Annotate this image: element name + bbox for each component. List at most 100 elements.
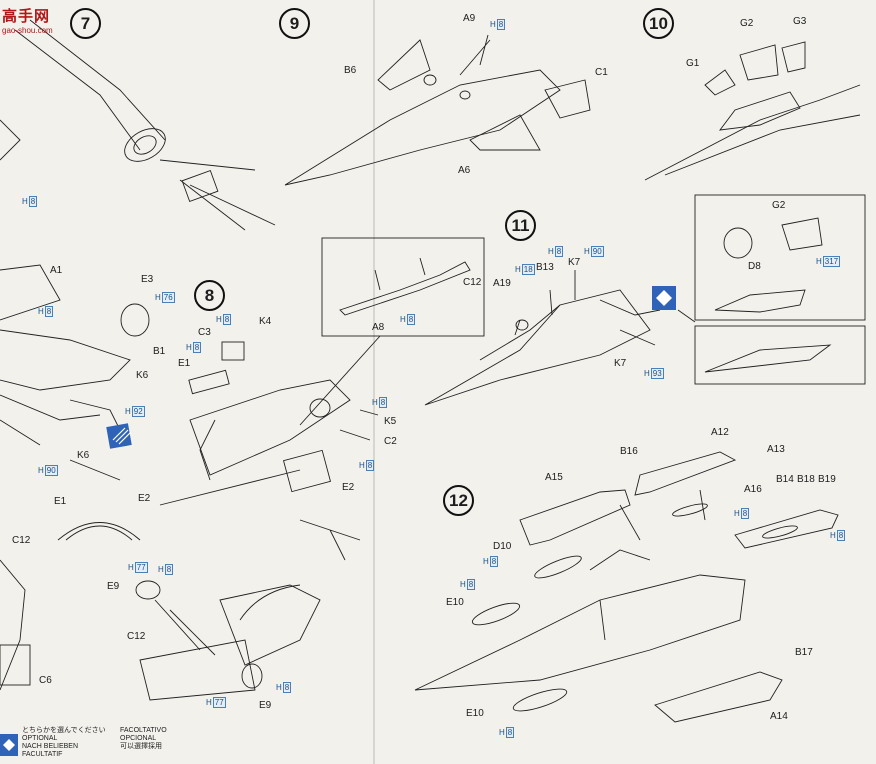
part-label: E2 (138, 493, 151, 504)
optional-flag-icon (652, 286, 676, 310)
optional-legend: とちらかを選んでください OPTIONAL NACH BELIEBEN FACU… (22, 727, 167, 759)
part-label: A8 (372, 322, 385, 333)
part-label: B19 (818, 474, 836, 485)
step-10: 10 (643, 8, 674, 39)
step-9: 9 (279, 8, 310, 39)
part-label: A14 (770, 711, 788, 722)
site-watermark: 高手网 gao-shou.com (2, 5, 53, 35)
part-label: B14 (776, 474, 794, 485)
site-url: gao-shou.com (2, 26, 53, 35)
part-label: K6 (136, 370, 149, 381)
part-label: B13 (536, 262, 554, 273)
part-label: E2 (342, 482, 355, 493)
part-label: G2 (740, 18, 754, 29)
optional-flag-icon (0, 734, 18, 756)
part-label: G3 (793, 16, 807, 27)
optional-flag-icon (106, 423, 132, 449)
optional-es: OPCIONAL (120, 735, 157, 742)
part-label: A9 (463, 13, 476, 24)
step-11: 11 (505, 210, 536, 241)
part-label: C12 (127, 631, 146, 642)
part-label: C12 (463, 277, 482, 288)
step7-drawing (0, 19, 276, 446)
a8-detail (299, 237, 485, 426)
part-label: E10 (466, 708, 484, 719)
part-label: K7 (568, 257, 581, 268)
step8-drawing (0, 341, 379, 701)
part-label: K7 (614, 358, 627, 369)
optional-jp: とちらかを選んでください (22, 727, 106, 734)
part-label: K5 (384, 416, 397, 427)
part-label: C12 (12, 535, 31, 546)
part-label: C3 (198, 327, 211, 338)
part-label: C2 (384, 436, 397, 447)
part-label: E1 (178, 358, 191, 369)
part-label: G2 (772, 200, 786, 211)
part-label: A19 (493, 278, 511, 289)
optional-cn: 可以選擇採用 (120, 743, 162, 750)
part-label: G1 (686, 58, 700, 69)
part-label: K6 (77, 450, 90, 461)
part-label: A12 (711, 427, 729, 438)
part-label: E9 (107, 581, 120, 592)
part-label: D10 (493, 541, 512, 552)
part-label: A6 (458, 165, 471, 176)
step12-drawing (414, 451, 839, 723)
optional-it: FACOLTATIVO (120, 727, 167, 734)
part-label: E1 (54, 496, 67, 507)
step-7: 7 (70, 8, 101, 39)
part-label: C6 (39, 675, 52, 686)
part-label: A15 (545, 472, 563, 483)
part-label: A1 (50, 265, 63, 276)
part-label: B6 (344, 65, 357, 76)
part-label: E10 (446, 597, 464, 608)
optional-de: NACH BELIEBEN (22, 743, 79, 750)
step10-drawing (644, 41, 861, 181)
part-label: B18 (797, 474, 815, 485)
part-label: B16 (620, 446, 638, 457)
optional-en: OPTIONAL (22, 735, 58, 742)
part-label: D8 (748, 261, 761, 272)
step9-drawing (284, 34, 591, 186)
part-label: A16 (744, 484, 762, 495)
part-label: C1 (595, 67, 608, 78)
part-label: K4 (259, 316, 272, 327)
optional-fr: FACULTATIF (22, 751, 63, 758)
part-label: B1 (153, 346, 166, 357)
site-mark: 高手网 (2, 8, 51, 25)
step11-drawing (424, 270, 661, 406)
step10-detail (677, 194, 866, 385)
step-8: 8 (194, 280, 225, 311)
part-label: B17 (795, 647, 813, 658)
part-label: E9 (259, 700, 272, 711)
page-fold (373, 0, 375, 764)
